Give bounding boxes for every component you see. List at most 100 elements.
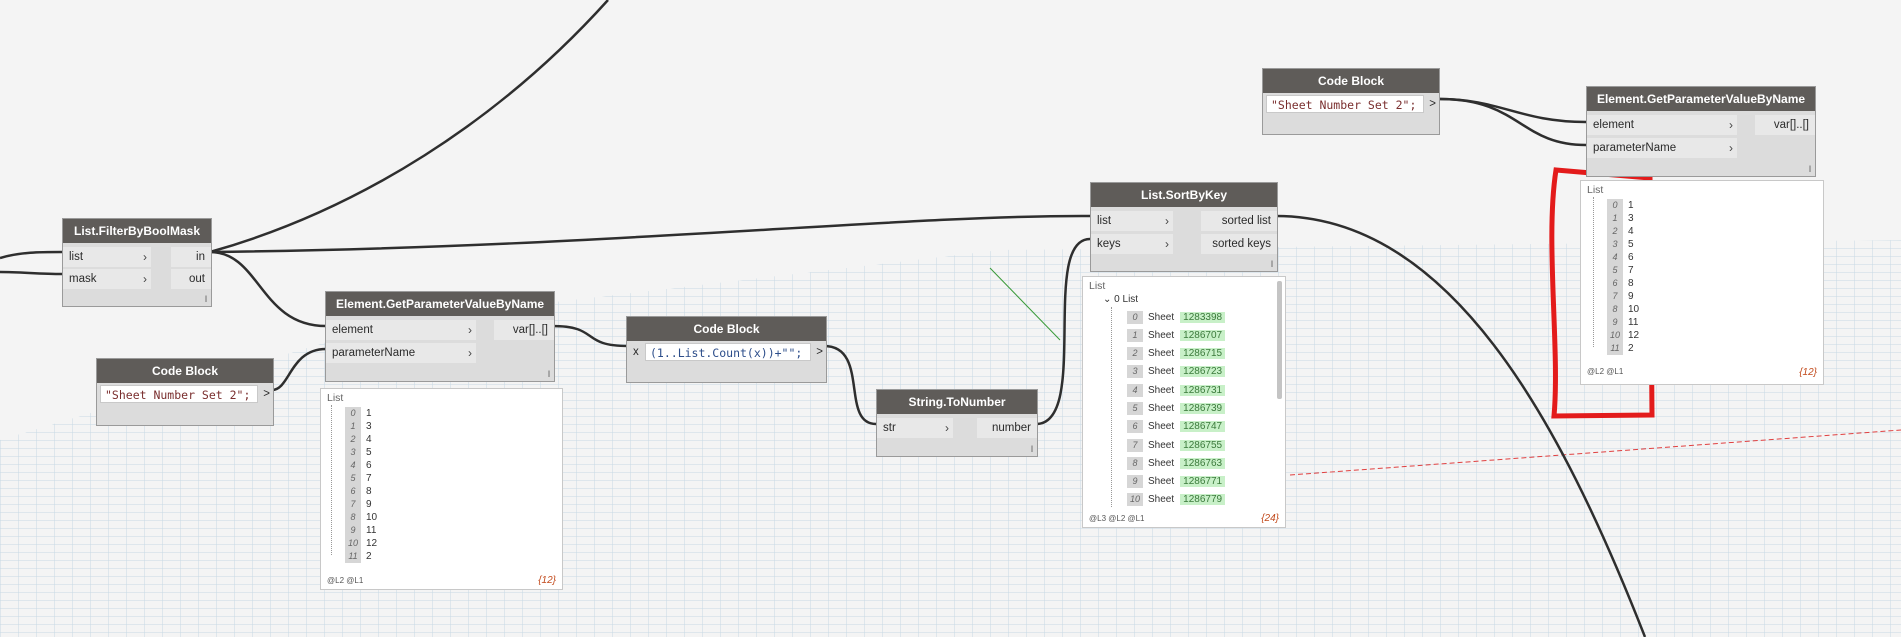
output-port[interactable]: > — [263, 388, 270, 400]
lacing-indicator: l — [1809, 164, 1811, 174]
list-levels: @L2 @L1 — [327, 576, 364, 585]
node-get-parameter-value-right[interactable]: Element.GetParameterValueByName element›… — [1586, 86, 1816, 177]
input-port-element[interactable]: element› — [1587, 115, 1737, 135]
node-title: Code Block — [627, 317, 826, 341]
output-port[interactable]: > — [816, 346, 823, 358]
tree-line — [1593, 197, 1594, 347]
input-port-parameter-name[interactable]: parameterName› — [1587, 138, 1737, 158]
lacing-indicator: l — [1271, 259, 1273, 269]
wire — [271, 347, 327, 392]
node-code-block-top[interactable]: Code Block "Sheet Number Set 2"; > — [1262, 68, 1440, 135]
input-port-keys[interactable]: keys› — [1091, 234, 1173, 254]
output-port-sorted-list[interactable]: sorted list — [1201, 211, 1277, 231]
node-title: Code Block — [97, 359, 273, 383]
lacing-indicator: l — [1031, 444, 1033, 454]
output-port-number[interactable]: number — [977, 418, 1037, 438]
code-editor[interactable]: (1..List.Count(x))+""; — [645, 343, 811, 361]
sublist-header: ⌄ 0 List — [1103, 294, 1139, 305]
chevron-right-icon: › — [945, 421, 949, 435]
grid-axis-green — [989, 267, 1061, 341]
input-port-list[interactable]: list› — [63, 247, 151, 267]
chevron-right-icon: › — [1165, 237, 1169, 251]
node-code-block-left[interactable]: Code Block "Sheet Number Set 2"; > — [96, 358, 274, 426]
node-list-sort-by-key[interactable]: List.SortByKey list› keys› sorted list s… — [1090, 182, 1278, 272]
chevron-right-icon: › — [1165, 214, 1169, 228]
node-title: List.SortByKey — [1091, 183, 1277, 207]
chevron-right-icon: › — [143, 250, 147, 264]
input-port-str[interactable]: str› — [877, 418, 953, 438]
input-port-mask[interactable]: mask› — [63, 269, 151, 289]
node-title: String.ToNumber — [877, 390, 1037, 414]
code-editor[interactable]: "Sheet Number Set 2"; — [100, 385, 258, 403]
highlight-annotation — [1549, 167, 1655, 419]
output-port[interactable]: > — [1429, 98, 1436, 110]
node-filter-by-bool-mask[interactable]: List.FilterByBoolMask list› mask› in out… — [62, 218, 212, 307]
node-code-block-count[interactable]: Code Block x (1..List.Count(x))+""; > — [626, 316, 827, 383]
collapse-icon[interactable]: ⌄ — [1103, 294, 1112, 305]
preview-title: List — [1587, 184, 1604, 196]
chevron-right-icon: › — [1729, 118, 1733, 132]
output-port-var[interactable]: var[]..[] — [494, 320, 554, 340]
output-port-in[interactable]: in — [171, 247, 211, 267]
wire — [1275, 214, 1647, 637]
node-string-to-number[interactable]: String.ToNumber str› number l — [876, 389, 1038, 457]
node-title: Element.GetParameterValueByName — [326, 292, 554, 316]
input-port-parameter-name[interactable]: parameterName› — [326, 343, 476, 363]
code-editor[interactable]: "Sheet Number Set 2"; — [1266, 95, 1424, 113]
node-title: Code Block — [1263, 69, 1439, 93]
lacing-indicator: l — [548, 369, 550, 379]
input-port-list[interactable]: list› — [1091, 211, 1173, 231]
scrollbar[interactable] — [1277, 281, 1282, 399]
wire — [0, 270, 63, 276]
wires — [0, 0, 1647, 637]
chevron-right-icon: › — [143, 272, 147, 286]
node-title: Element.GetParameterValueByName — [1587, 87, 1815, 111]
wire — [1035, 237, 1091, 426]
wire — [209, 0, 609, 254]
node-get-parameter-value-left[interactable]: Element.GetParameterValueByName element›… — [325, 291, 555, 382]
tree-line — [1111, 307, 1112, 507]
output-port-var[interactable]: var[]..[] — [1755, 115, 1815, 135]
chevron-right-icon: › — [468, 346, 472, 360]
item-count: {12} — [1799, 367, 1817, 378]
list-levels: @L3 @L2 @L1 — [1089, 514, 1145, 523]
output-port-sorted-keys[interactable]: sorted keys — [1201, 234, 1277, 254]
input-port-x[interactable]: x — [633, 346, 639, 358]
chevron-right-icon: › — [468, 323, 472, 337]
tree-line — [331, 405, 332, 555]
output-port-out[interactable]: out — [171, 269, 211, 289]
input-port-element[interactable]: element› — [326, 320, 476, 340]
